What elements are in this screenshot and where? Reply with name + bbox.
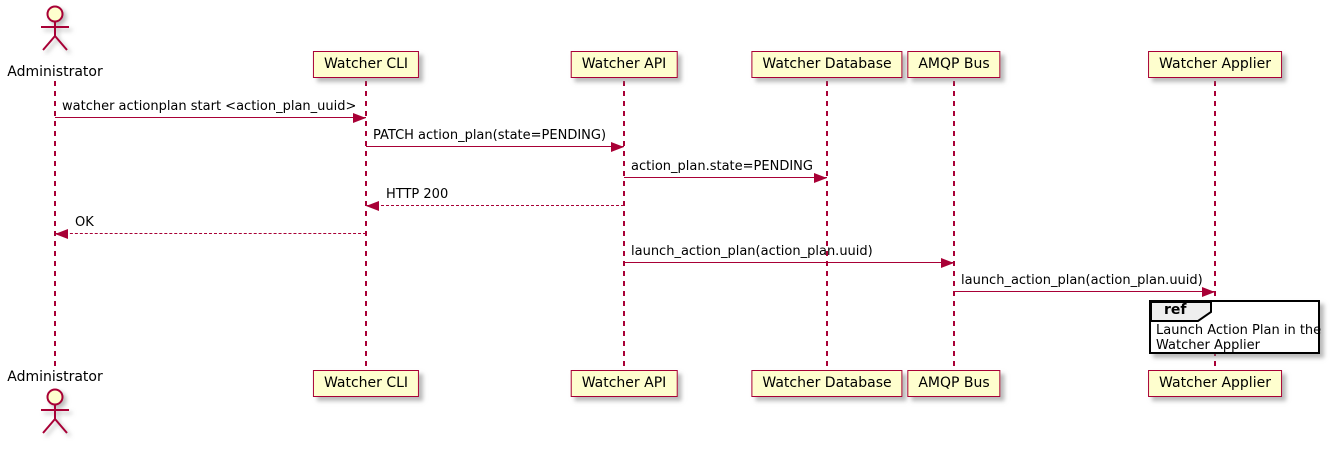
message-line-0 [55, 117, 366, 118]
participant-watcher-api-bottom: Watcher API [570, 370, 678, 397]
ref-body: Launch Action Plan in the Watcher Applie… [1151, 321, 1322, 353]
message-arrowhead-icon [941, 258, 954, 268]
lifeline-watcher-api [623, 81, 625, 370]
lifeline-watcher-applier [1214, 81, 1216, 370]
participant-watcher-api-top: Watcher API [570, 51, 678, 78]
participant-watcher-applier-top: Watcher Applier [1148, 51, 1282, 78]
message-label-4: OK [75, 215, 94, 230]
ref-fragment: ref Launch Action Plan in the Watcher Ap… [1149, 300, 1322, 354]
message-arrowhead-icon [814, 173, 827, 183]
message-label-0: watcher actionplan start <action_plan_uu… [62, 99, 357, 114]
message-label-1: PATCH action_plan(state=PENDING) [373, 128, 607, 143]
ref-keyword: ref [1164, 302, 1187, 318]
message-arrowhead-icon [366, 201, 379, 211]
message-line-5 [624, 262, 954, 263]
participant-watcher-cli-bottom: Watcher CLI [312, 370, 420, 397]
lifeline-watcher-cli [365, 81, 367, 370]
ref-text-line-1: Launch Action Plan in the [1156, 323, 1322, 338]
actor-administrator-top: Administrator [0, 5, 110, 80]
message-arrowhead-icon [1202, 287, 1215, 297]
participant-watcher-cli-top: Watcher CLI [312, 51, 420, 78]
actor-stick-figure-icon [41, 5, 69, 51]
actor-label: Administrator [7, 369, 103, 385]
lifeline-watcher-database [826, 81, 828, 370]
message-arrowhead-icon [611, 142, 624, 152]
actor-label: Administrator [7, 64, 103, 80]
participant-watcher-database-top: Watcher Database [751, 51, 903, 78]
ref-header: ref [1150, 301, 1318, 322]
message-label-6: launch_action_plan(action_plan.uuid) [961, 273, 1203, 288]
lifeline-amqp-bus [953, 81, 955, 370]
message-line-6 [954, 291, 1215, 292]
actor-stick-figure-icon [41, 388, 69, 434]
lifeline-administrator [54, 81, 56, 370]
message-arrowhead-icon [353, 113, 366, 123]
message-label-2: action_plan.state=PENDING [631, 159, 813, 174]
message-arrowhead-icon [55, 229, 68, 239]
participant-amqp-bus-bottom: AMQP Bus [907, 370, 1001, 397]
actor-administrator-bottom: Administrator [0, 369, 110, 435]
participant-amqp-bus-top: AMQP Bus [907, 51, 1001, 78]
message-line-1 [366, 146, 624, 147]
message-line-2 [624, 177, 827, 178]
message-line-3 [366, 205, 624, 206]
participant-watcher-applier-bottom: Watcher Applier [1148, 370, 1282, 397]
message-label-3: HTTP 200 [386, 187, 449, 202]
participant-watcher-database-bottom: Watcher Database [751, 370, 903, 397]
message-label-5: launch_action_plan(action_plan.uuid) [631, 244, 873, 259]
ref-text-line-2: Watcher Applier [1156, 338, 1260, 353]
ref-tab-shape [1150, 301, 1212, 322]
message-line-4 [55, 233, 366, 234]
